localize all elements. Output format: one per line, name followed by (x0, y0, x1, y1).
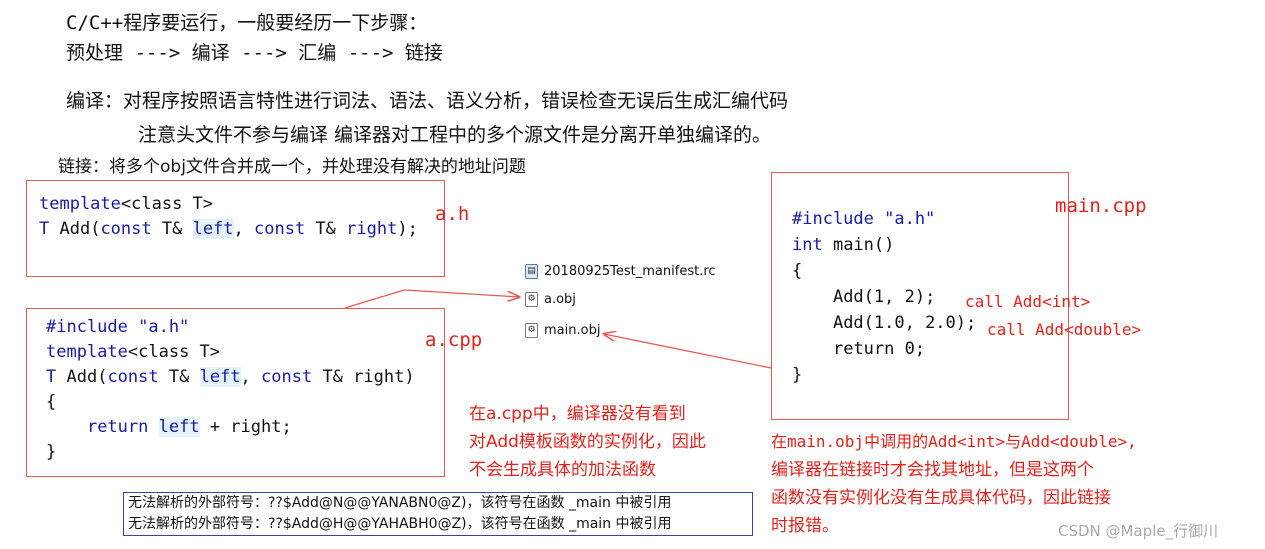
rc-file-icon: ▤ (525, 264, 538, 279)
compile-note: 编译：对程序按照语言特性进行词法、语法、语义分析，错误检查无误后生成汇编代码 (66, 90, 789, 112)
a-cpp-code-box: #include "a.h" template<class T> T Add(c… (26, 308, 445, 477)
file-item-a-obj[interactable]: ⚙ a.obj (525, 292, 576, 307)
linker-error-output: 无法解析的外部符号：??$Add@N@@YANABN0@Z)，该符号在函数 _m… (123, 492, 753, 536)
main-obj-arrow (604, 334, 772, 369)
call-int-note: call Add<int> (965, 292, 1091, 311)
main-cpp-code: #include "a.h" int main() { Add(1, 2); A… (792, 209, 977, 385)
link-note: 链接：将多个obj文件合并成一个，并处理没有解决的地址问题 (58, 157, 526, 177)
a-h-label: a.h (435, 203, 470, 225)
obj-file-icon: ⚙ (525, 323, 538, 338)
obj-file-icon: ⚙ (525, 292, 538, 307)
compile-note-detail: 注意头文件不参与编译 编译器对工程中的多个源文件是分离开单独编译的。 (138, 124, 772, 146)
call-double-note: call Add<double> (987, 320, 1142, 339)
a-cpp-label: a.cpp (425, 329, 483, 351)
intro-line: C/C++程序要运行，一般要经历一下步骤： (66, 12, 428, 34)
a-cpp-arrow-line (344, 289, 405, 309)
a-cpp-explanation: 在a.cpp中，编译器没有看到 对Add模板函数的实例化，因此 不会生成具体的加… (469, 404, 706, 480)
a-cpp-code: #include "a.h" template<class T> T Add(c… (46, 317, 415, 462)
linker-error-line: 无法解析的外部符号：??$Add@N@@YANABN0@Z)，该符号在函数 _m… (128, 495, 672, 511)
watermark: CSDN @Maple_行御川 (1058, 522, 1219, 540)
a-h-code-box: template<class T> T Add(const T& left, c… (26, 180, 445, 277)
main-obj-explanation: 在main.obj中调用的Add<int>与Add<double>, 编译器在链… (771, 432, 1137, 536)
a-obj-arrow (403, 289, 519, 297)
main-cpp-code-box: #include "a.h" int main() { Add(1, 2); A… (771, 172, 1069, 420)
file-item-rc[interactable]: ▤ 20180925Test_manifest.rc (525, 264, 716, 279)
file-item-main-obj[interactable]: ⚙ main.obj (525, 323, 600, 338)
main-cpp-label: main.cpp (1055, 195, 1147, 217)
pipeline-line: 预处理 ---> 编译 ---> 汇编 ---> 链接 (66, 42, 443, 64)
a-h-code: template<class T> T Add(const T& left, c… (39, 194, 418, 239)
linker-error-line: 无法解析的外部符号：??$Add@H@@YAHABH0@Z)，该符号在函数 _m… (128, 516, 672, 532)
